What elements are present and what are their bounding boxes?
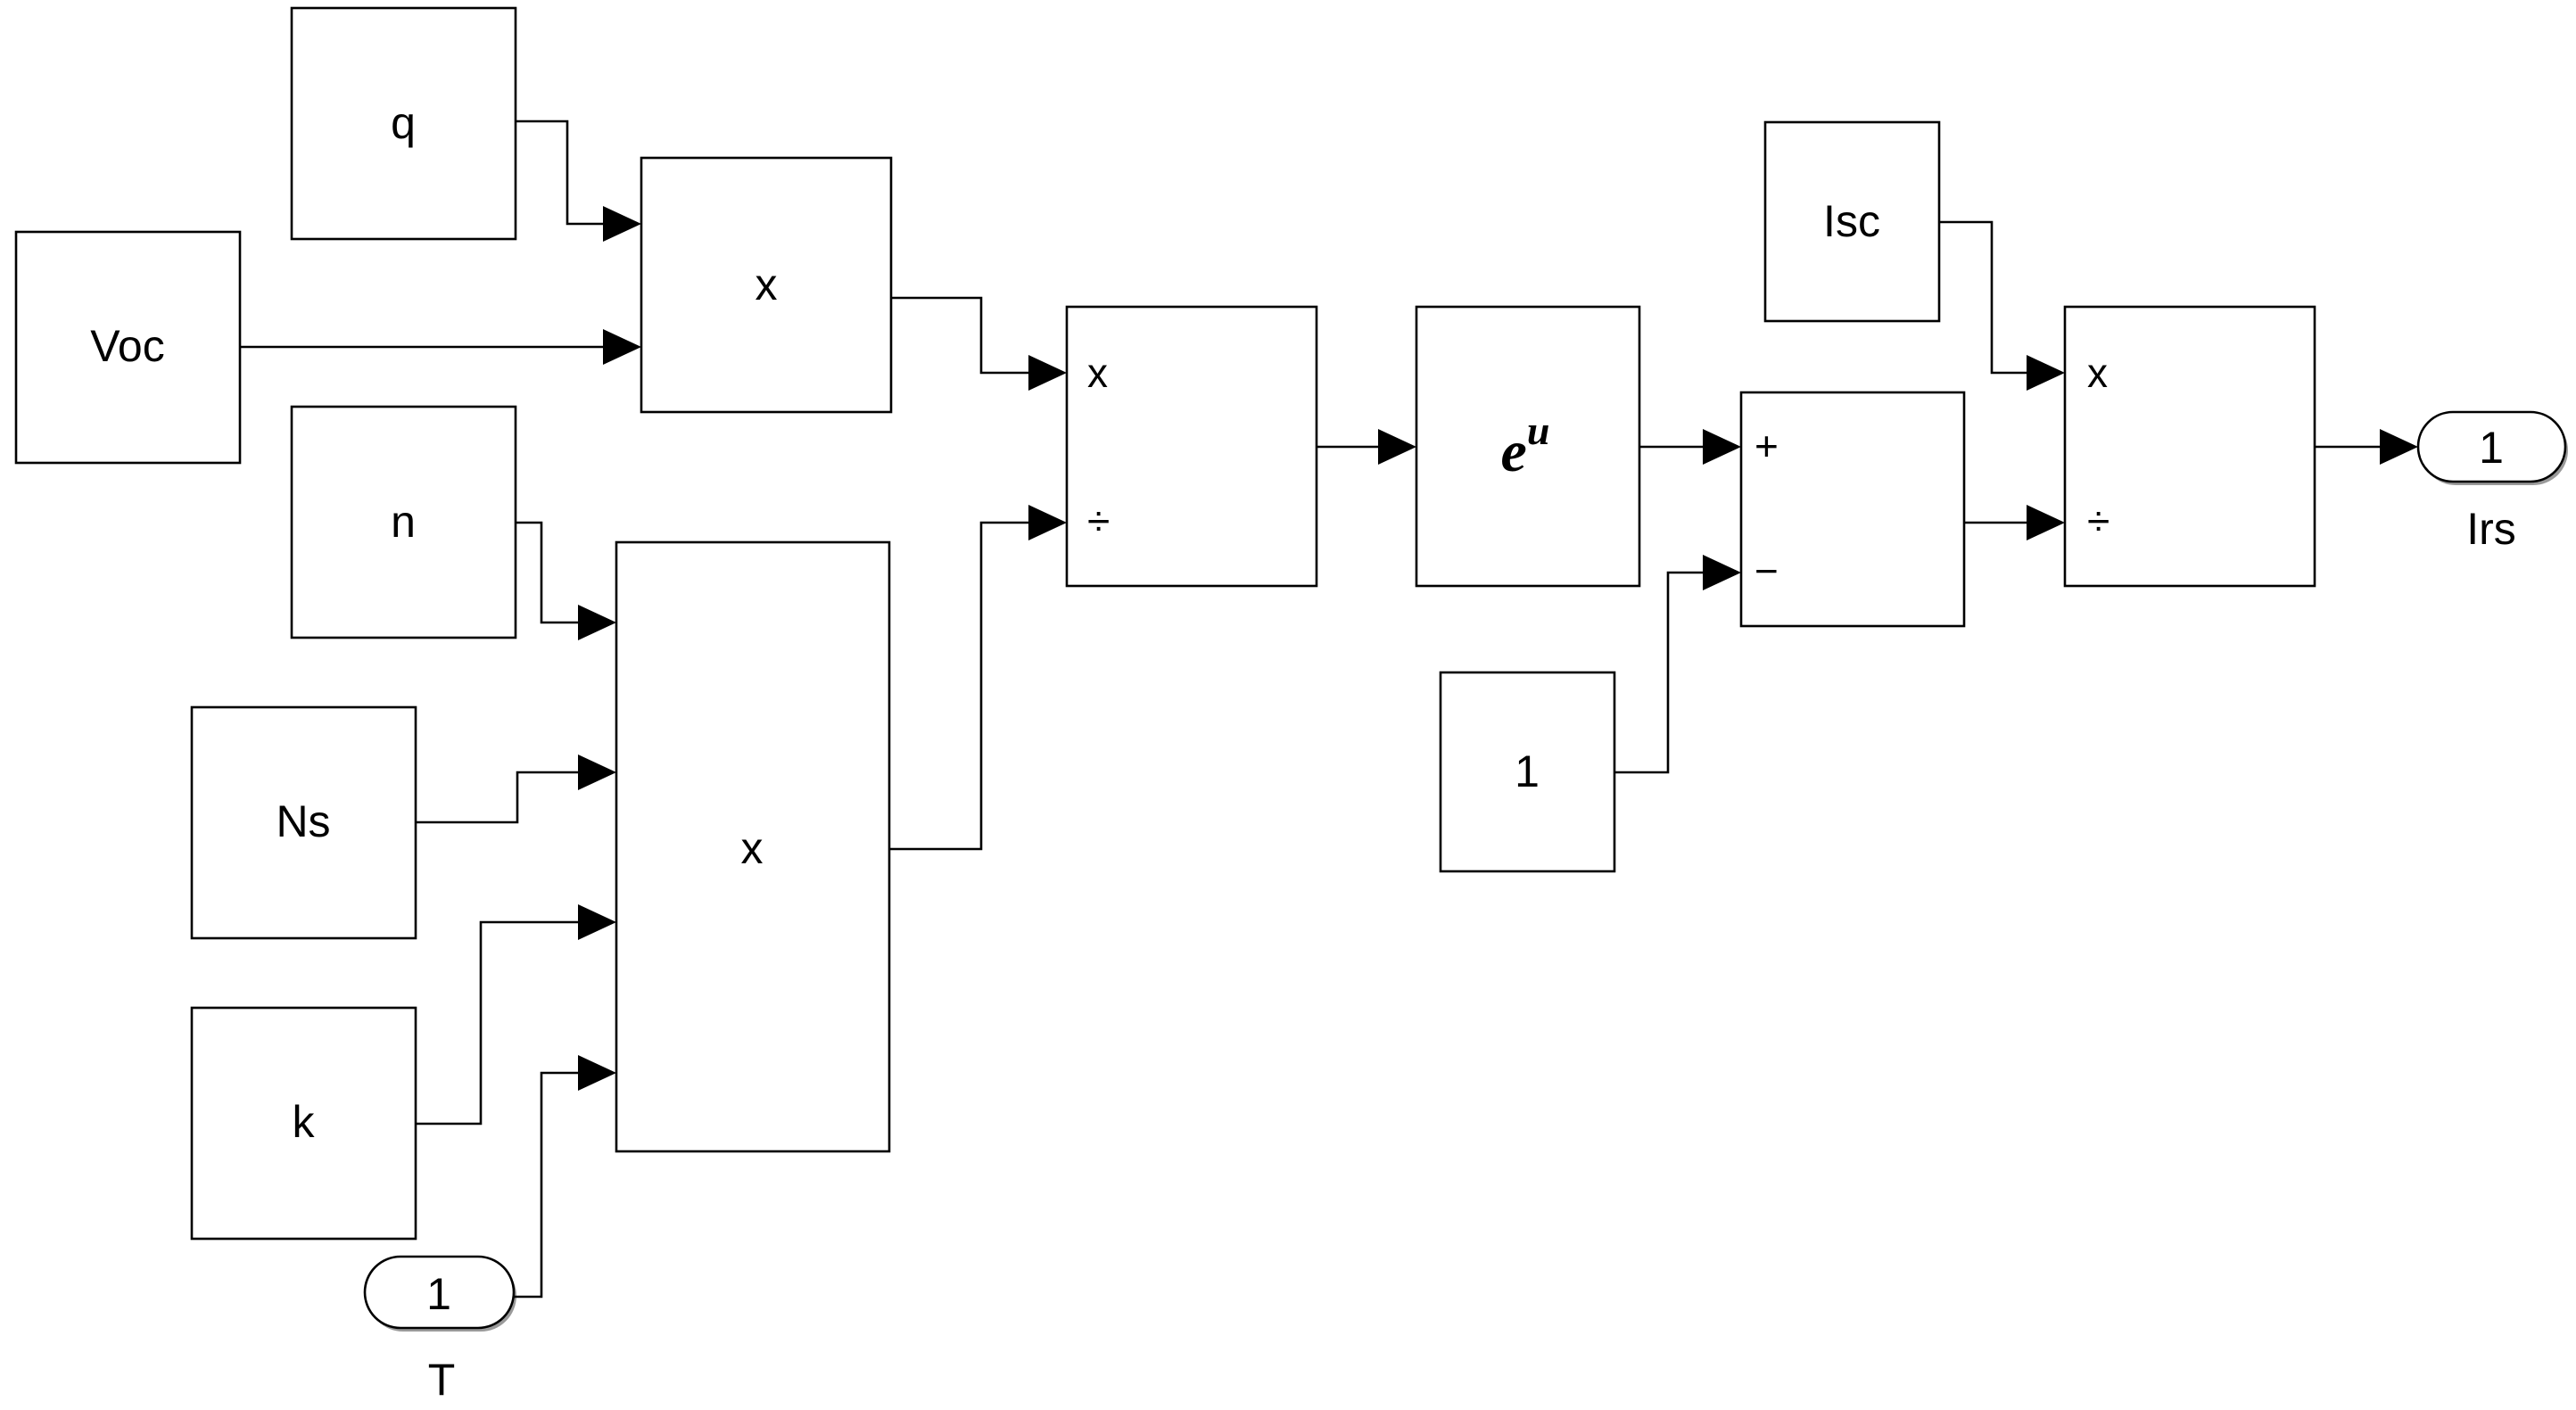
inport-name: T (428, 1355, 456, 1405)
wire-product-top-to-divide1 (891, 296, 1032, 375)
wire-t-to-product-bottom (514, 1071, 582, 1299)
wire-n-to-product-bottom (516, 521, 582, 624)
isc-label: Isc (1823, 196, 1880, 246)
exp-block[interactable]: eu (1415, 305, 1643, 591)
divide2-divide-port-label: ÷ (2087, 498, 2110, 544)
arrow-outport-in (2380, 429, 2418, 465)
inport-number: 1 (426, 1269, 451, 1319)
q-constant-block[interactable]: q (290, 6, 519, 244)
arrow-product-bottom-in3 (578, 904, 616, 940)
voc-constant-block[interactable]: Voc (14, 230, 244, 468)
sum-minus-port-label: − (1754, 548, 1779, 594)
exp-base: e (1501, 419, 1527, 484)
n-constant-block[interactable]: n (290, 405, 519, 643)
ns-constant-block[interactable]: Ns (190, 705, 419, 944)
q-label: q (391, 98, 416, 148)
signal-lines (240, 120, 2383, 1299)
wire-isc-to-divide2 (1939, 220, 2030, 375)
divide-block-1[interactable]: x ÷ (1065, 305, 1320, 591)
voc-label: Voc (90, 321, 164, 371)
arrow-product-bottom-in1 (578, 605, 616, 640)
wire-const-one-to-sum (1614, 571, 1706, 774)
outport-number: 1 (2479, 423, 2504, 473)
outport-irs[interactable]: 1 Irs (2416, 410, 2568, 554)
arrow-divide2-in2 (2027, 505, 2065, 540)
arrow-divide1-in1 (1028, 355, 1067, 391)
exp-function-label: eu (1501, 408, 1550, 484)
arrow-product-bottom-in4 (578, 1055, 616, 1091)
product-block-bottom[interactable]: x (615, 540, 893, 1157)
wire-q-to-product-top (516, 120, 607, 226)
wire-k-to-product-bottom (416, 920, 582, 1126)
arrow-sum-in1 (1703, 429, 1741, 465)
wire-product-bottom-to-divide1 (889, 521, 1032, 851)
wire-ns-to-product-bottom (416, 771, 582, 824)
arrow-divide1-in2 (1028, 505, 1067, 540)
k-constant-block[interactable]: k (190, 1006, 419, 1244)
const-one-label: 1 (1515, 746, 1540, 796)
isc-constant-block[interactable]: Isc (1763, 120, 1943, 326)
n-label: n (391, 497, 416, 547)
divide1-divide-port-label: ÷ (1087, 498, 1110, 544)
arrow-product-top-in1 (603, 206, 641, 242)
k-label: k (293, 1097, 316, 1147)
sum-plus-port-label: + (1754, 423, 1779, 469)
arrow-exp-in (1378, 429, 1416, 465)
exp-power: u (1527, 408, 1550, 453)
divide-block-2[interactable]: x ÷ (2063, 305, 2318, 591)
arrow-product-bottom-in2 (578, 754, 616, 790)
inport-t[interactable]: 1 T (363, 1255, 516, 1405)
product-bottom-label: x (741, 823, 764, 873)
divide1-multiply-port-label: x (1087, 350, 1108, 396)
outport-name: Irs (2466, 504, 2516, 554)
product-top-label: x (755, 260, 778, 309)
const-one-block[interactable]: 1 (1439, 671, 1618, 877)
arrowheads (578, 206, 2418, 1091)
arrow-divide2-in1 (2027, 355, 2065, 391)
arrow-product-top-in2 (603, 329, 641, 365)
ns-label: Ns (276, 796, 330, 846)
arrow-sum-in2 (1703, 555, 1741, 590)
divide2-multiply-port-label: x (2087, 350, 2108, 396)
product-block-top[interactable]: x (640, 156, 895, 417)
sum-block[interactable]: + − (1739, 391, 1968, 631)
